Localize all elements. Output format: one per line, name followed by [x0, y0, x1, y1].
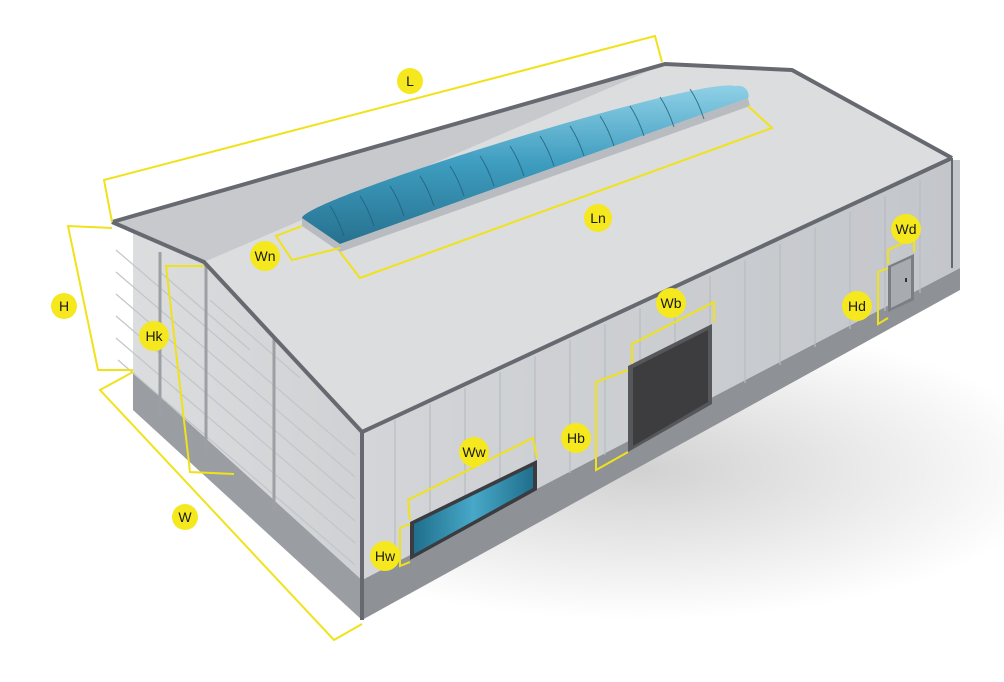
skylight: [302, 85, 750, 252]
roof: [112, 64, 952, 432]
svg-text:Ww: Ww: [462, 444, 486, 460]
dim-line-Hw: [399, 523, 411, 568]
svg-text:Hk: Hk: [145, 328, 163, 344]
svg-text:W: W: [178, 509, 192, 525]
svg-text:L: L: [406, 73, 414, 89]
label-Hb: Hb: [561, 423, 591, 453]
svg-text:Ln: Ln: [590, 210, 606, 226]
label-Wb: Wb: [656, 288, 686, 318]
roof-left-slope: [112, 64, 665, 262]
label-H: H: [51, 293, 77, 319]
walk-door: [888, 254, 914, 312]
dim-line-Ln: [339, 105, 774, 280]
bay-door: [628, 324, 712, 452]
dimension-lines: [66, 34, 915, 642]
dim-line-H: [66, 224, 133, 371]
dim-line-Hk: [164, 265, 235, 475]
label-Ww: Ww: [459, 437, 489, 467]
dim-line-Wb: [631, 300, 715, 364]
label-Wn: Wn: [250, 241, 280, 271]
svg-text:Hb: Hb: [567, 430, 585, 446]
svg-text:Wd: Wd: [896, 221, 917, 237]
svg-text:Wb: Wb: [661, 295, 682, 311]
svg-text:Hd: Hd: [848, 298, 866, 314]
label-Hw: Hw: [370, 541, 400, 571]
label-W: W: [172, 504, 198, 530]
label-Wd: Wd: [891, 214, 921, 244]
label-Ln: Ln: [584, 204, 612, 232]
dim-line-L: [102, 34, 663, 223]
base-end-side: [133, 372, 362, 620]
long-wall-window: [410, 460, 537, 560]
svg-text:Hw: Hw: [375, 548, 396, 564]
eave-outline: [111, 156, 953, 434]
label-L: L: [397, 68, 423, 94]
dim-line-Ww: [406, 436, 538, 521]
dim-line-Wn: [274, 225, 341, 262]
dim-line-Hd: [877, 267, 889, 326]
roof-outline: [111, 62, 953, 224]
label-Hk: Hk: [139, 321, 169, 351]
end-wall: [112, 222, 362, 580]
svg-text:H: H: [59, 298, 69, 314]
svg-text:Wn: Wn: [255, 248, 276, 264]
dim-line-Hb: [595, 369, 629, 472]
dim-line-W: [98, 371, 363, 642]
label-Hd: Hd: [842, 291, 872, 321]
base-long-side: [362, 268, 960, 620]
dim-line-Wd: [887, 236, 915, 264]
